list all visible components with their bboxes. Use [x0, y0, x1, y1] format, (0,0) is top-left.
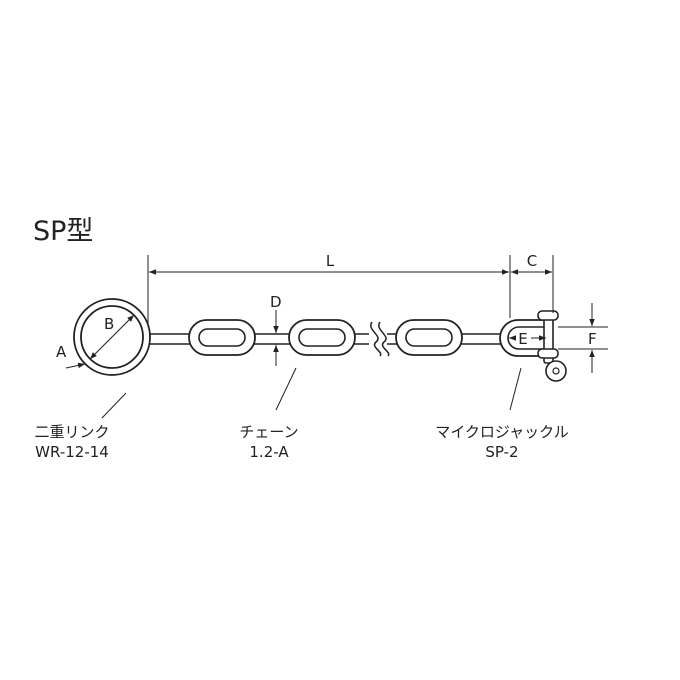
- dimension-f: F: [558, 303, 608, 373]
- dimension-d: D: [270, 293, 282, 366]
- break-mark: [369, 320, 390, 357]
- dimension-d-label: D: [270, 293, 282, 311]
- dimension-b: B: [89, 314, 135, 360]
- ring-name: 二重リンク: [34, 423, 109, 441]
- dimension-c-label: C: [527, 252, 537, 270]
- diagram-title: SP型: [33, 216, 93, 247]
- chain-code: 1.2-A: [249, 443, 289, 461]
- dimension-b-label: B: [104, 315, 114, 333]
- dimension-e-label: E: [518, 330, 527, 348]
- chain-leader: [275, 367, 297, 411]
- chain-name: チェーン: [239, 423, 298, 441]
- dimension-a: A: [56, 343, 86, 369]
- micro-shackle: [499, 310, 567, 382]
- dimension-l-label: L: [326, 252, 335, 270]
- ring-code: WR-12-14: [35, 443, 109, 461]
- dimension-f-label: F: [588, 330, 597, 348]
- dimension-l: L: [147, 252, 511, 327]
- dimension-c: C: [511, 252, 554, 313]
- chain-link-1: [188, 319, 256, 356]
- shackle-code: SP-2: [485, 443, 518, 461]
- dimension-e: E: [509, 330, 546, 348]
- shackle-leader: [509, 367, 522, 411]
- shackle-name: マイクロジャックル: [435, 423, 569, 441]
- chain-link-2: [288, 319, 356, 356]
- ring-leader: [101, 392, 127, 419]
- dimension-a-label: A: [56, 343, 67, 361]
- chain-link-3: [395, 319, 463, 356]
